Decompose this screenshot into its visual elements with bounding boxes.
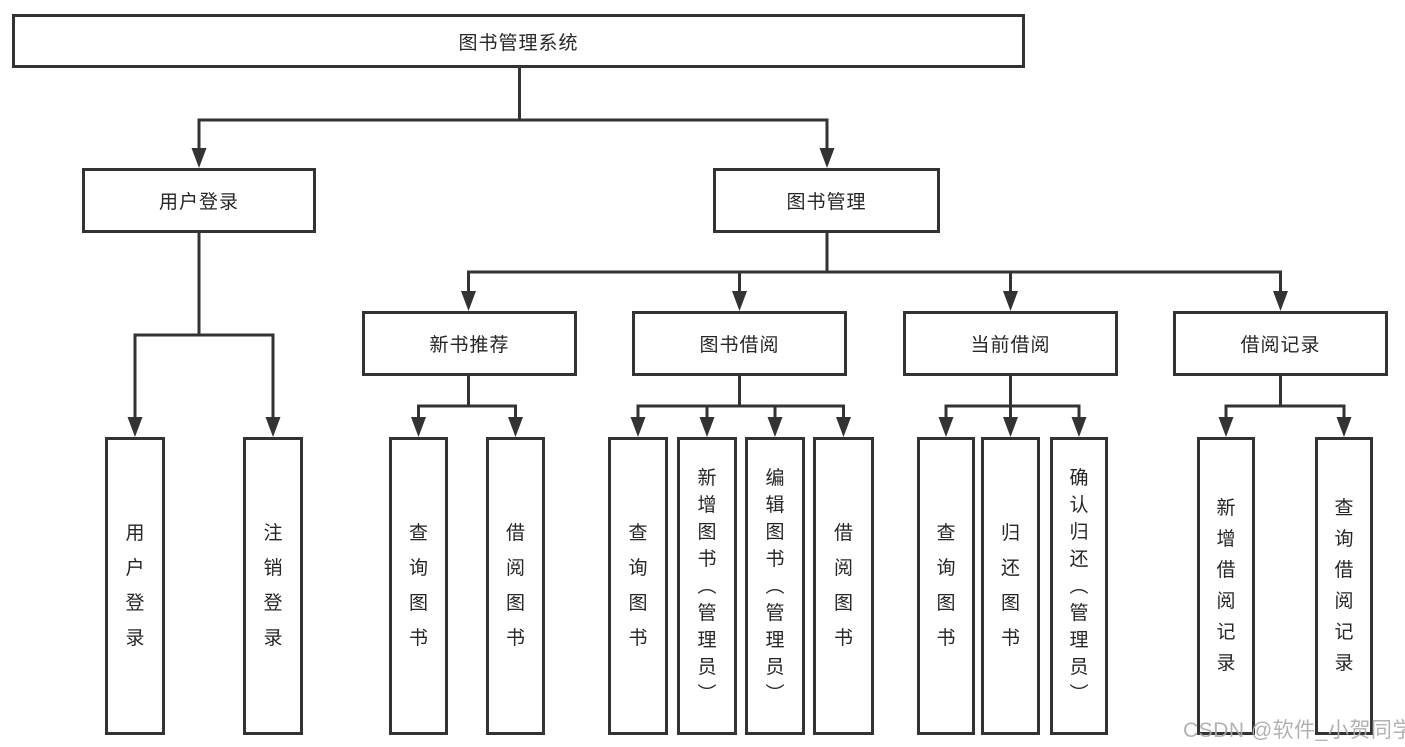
leaf-query-books-current: 查询图书 <box>917 437 975 735</box>
arrowhead-icon <box>411 417 426 437</box>
leaf-query-books-recommend: 查询图书 <box>389 437 448 735</box>
arrowhead-icon <box>1071 417 1087 437</box>
leaf-query-books-borrowing: 查询图书 <box>608 437 668 735</box>
arrowhead-icon <box>819 148 835 168</box>
leaf-logout: 注销登录 <box>243 437 303 735</box>
leaf-user-login: 用户登录 <box>105 437 165 735</box>
node-current-borrowing: 当前借阅 <box>903 311 1118 376</box>
leaf-query-borrow-record: 查询借阅记录 <box>1315 437 1373 735</box>
arrowhead-icon <box>699 417 715 437</box>
arrowhead-icon <box>1218 417 1234 437</box>
arrowhead-icon <box>1003 291 1018 311</box>
arrowhead-icon <box>265 417 281 437</box>
leaf-borrow-books-recommend: 借阅图书 <box>486 437 545 735</box>
arrowhead-icon <box>732 291 747 311</box>
leaf-add-borrow-record: 新增借阅记录 <box>1197 437 1255 735</box>
arrowhead-icon <box>938 417 954 437</box>
arrowhead-icon <box>461 291 476 311</box>
leaf-edit-book-admin: 编辑图书︵管理员︶ <box>745 437 805 735</box>
arrowhead-icon <box>127 417 143 437</box>
arrowhead-icon <box>1003 417 1018 437</box>
arrowhead-icon <box>767 417 783 437</box>
node-borrowing-records: 借阅记录 <box>1173 311 1388 376</box>
node-book-management: 图书管理 <box>713 168 940 233</box>
arrowhead-icon <box>630 417 646 437</box>
watermark: CSDN @软件_小贺同学 <box>1183 719 1405 742</box>
arrowhead-icon <box>836 417 851 437</box>
node-book-borrowing: 图书借阅 <box>632 311 847 376</box>
leaf-return-books: 归还图书 <box>981 437 1040 735</box>
node-user-login: 用户登录 <box>82 168 316 233</box>
arrowhead-icon <box>508 417 523 437</box>
arrowhead-icon <box>1336 417 1352 437</box>
arrowhead-icon <box>1273 291 1288 311</box>
node-new-book-recommendation: 新书推荐 <box>362 311 577 376</box>
node-library-management-system: 图书管理系统 <box>12 14 1025 68</box>
leaf-add-book-admin: 新增图书︵管理员︶ <box>677 437 737 735</box>
arrowhead-icon <box>191 148 207 168</box>
leaf-confirm-return-admin: 确认归还︵管理员︶ <box>1050 437 1108 735</box>
leaf-borrow-books-borrowing: 借阅图书 <box>813 437 874 735</box>
